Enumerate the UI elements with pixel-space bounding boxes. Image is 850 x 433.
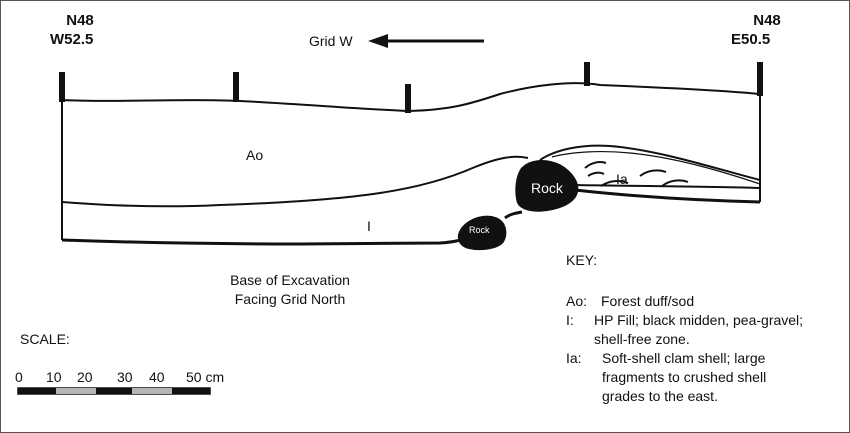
scale-tick-label: 30	[117, 369, 133, 385]
ao-lower-boundary	[61, 155, 529, 208]
scale-bar-segment	[96, 388, 132, 394]
shell-mark	[584, 161, 607, 169]
scale-tick-label: 20	[77, 369, 93, 385]
corner-label-east-line1: N48	[753, 12, 781, 29]
scale-tick-label: 10	[46, 369, 62, 385]
ia-lens-upper	[539, 144, 761, 181]
stratum-label-i: I	[367, 218, 371, 234]
direction-label: Grid W	[309, 33, 353, 49]
key-code-i: I:	[566, 312, 574, 328]
scale-bar-segment	[56, 388, 96, 394]
excavation-base-line	[61, 188, 761, 246]
key-desc-ia-line2: fragments to crushed shell	[602, 369, 767, 385]
key-title: KEY:	[566, 252, 598, 268]
base-caption-line2: Facing Grid North	[234, 291, 346, 307]
rock-label-large: Rock	[531, 180, 563, 196]
shell-mark	[639, 169, 667, 177]
shell-mark	[587, 171, 605, 177]
key-code-ia: Ia:	[566, 350, 582, 366]
grid-stake	[59, 72, 65, 102]
key-desc-ao-line1: Forest duff/sod	[601, 293, 695, 309]
stratum-label-ia: Ia	[616, 171, 628, 187]
grid-stake	[233, 72, 239, 102]
scale-tick-label: 40	[149, 369, 165, 385]
scale-tick-label: 50 cm	[186, 369, 225, 385]
corner-label-west-line1: N48	[66, 12, 94, 29]
scale-title: SCALE:	[20, 331, 70, 347]
key-desc-i-line1: HP Fill; black midden, pea-gravel;	[594, 312, 804, 328]
scale-bar-segment	[18, 388, 56, 394]
rock-label-small: Rock	[469, 225, 490, 235]
scale-bar-segment	[132, 388, 172, 394]
ia-lens-inner	[551, 150, 761, 185]
shell-mark	[600, 180, 629, 187]
stratum-label-ao: Ao	[246, 147, 264, 163]
corner-label-east-line2: E50.5	[731, 31, 771, 48]
shell-mark	[661, 179, 689, 187]
base-caption-line1: Base of Excavation	[230, 272, 350, 288]
key-desc-ia-line1: Soft-shell clam shell; large	[602, 350, 766, 366]
key-desc-i-line2: shell-free zone.	[594, 331, 690, 347]
grid-west-arrow-head	[368, 34, 388, 48]
corner-label-west-line2: W52.5	[50, 31, 94, 48]
key-code-ao: Ao:	[566, 293, 588, 309]
grid-stake	[584, 62, 590, 86]
rock-large-shape	[515, 160, 579, 212]
grid-stake	[757, 62, 763, 96]
scale-bar-segment	[172, 388, 210, 394]
ground-surface-line	[61, 82, 761, 113]
grid-stake	[405, 84, 411, 113]
key-desc-ia-line3: grades to the east.	[602, 388, 718, 404]
scale-tick-label: 0	[15, 369, 23, 385]
rock-small-shape	[457, 215, 507, 251]
ia-lens-lower	[574, 184, 761, 189]
